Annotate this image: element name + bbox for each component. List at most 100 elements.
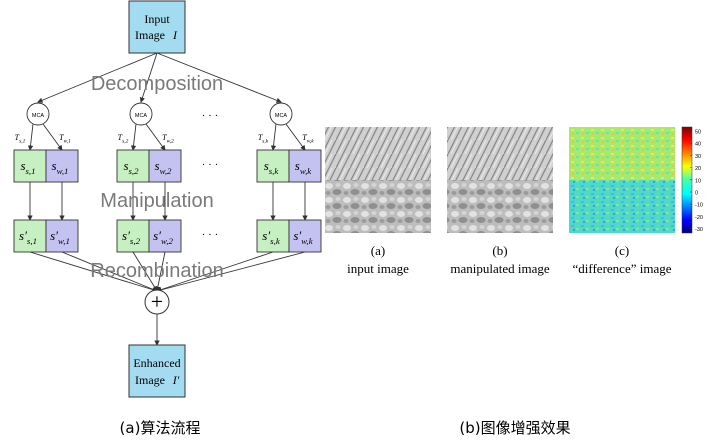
texture-manipulated-3: s′w,k — [288, 219, 322, 253]
structure-component-3: ss,k — [256, 149, 290, 183]
transform-label-s-1: Ts,1 — [15, 133, 26, 144]
texture-component-2: sw,2 — [148, 149, 182, 183]
structure-manipulated-3: s′s,k — [256, 219, 290, 253]
sum-node: + — [144, 289, 170, 315]
edge-recomb-w-3 — [156, 251, 306, 293]
stage-label-decomposition: Decomposition — [91, 73, 223, 95]
structure-component-label-3-sub: s,k — [269, 166, 280, 176]
mca-node-3: MCA — [269, 102, 293, 126]
texture-manipulated-label-2-base: s′ — [153, 228, 161, 243]
structure-component-label-1-base: s — [20, 158, 25, 173]
edge-input-to-mca-2 — [139, 52, 158, 103]
transform-label-s-3-sub: s,k — [262, 138, 268, 144]
stage-label-manipulation: Manipulation — [100, 190, 213, 212]
texture-component-label-1-sub: w,1 — [57, 166, 69, 176]
structure-component-label-3: ss,k — [264, 158, 280, 176]
transform-label-w-3-base: T — [302, 133, 307, 142]
caption-left: (a)算法流程 — [120, 419, 201, 437]
texture-manipulated-label-3-sub: w,k — [301, 236, 313, 246]
texture-manipulated-label-3-base: s′ — [293, 228, 301, 243]
enhanced-image-node: Enhanced Image I′ — [128, 344, 186, 398]
ellipsis-mca: · · · — [202, 110, 219, 122]
structure-component-2: ss,2 — [116, 149, 150, 183]
output-var: I′ — [172, 373, 180, 387]
structure-component-label-1-sub: s,1 — [26, 166, 36, 176]
transform-label-s-1-base: T — [15, 133, 20, 142]
transform-label-w-2-base: T — [162, 133, 167, 142]
texture-component-label-2: sw,2 — [155, 158, 173, 176]
colorbar-tick-7: -20 — [695, 215, 703, 221]
output-line2: Image — [135, 373, 165, 387]
transform-label-w-2: Tw,2 — [162, 133, 174, 144]
structure-manipulated-label-2: s′s,2 — [122, 228, 141, 246]
structure-manipulated-label-1-base: s′ — [19, 228, 27, 243]
edge-mca-to-s-2 — [130, 123, 137, 151]
transform-label-s-3-base: T — [258, 133, 263, 142]
colorbar-tick-1: 40 — [695, 142, 701, 148]
colorbar-tick-2: 30 — [695, 154, 701, 160]
edge-mca-to-w-1 — [42, 123, 63, 151]
input-line2: Image — [135, 28, 165, 42]
structure-manipulated-label-1: s′s,1 — [19, 228, 37, 246]
structure-manipulated-label-2-base: s′ — [122, 228, 130, 243]
mca-label-2: MCA — [135, 113, 148, 119]
structure-manipulated-label-2-sub: s,2 — [130, 236, 141, 246]
panel-letter-2: (c) — [615, 243, 629, 258]
ellipsis-components: · · · — [202, 159, 219, 171]
texture-component-label-1: sw,1 — [52, 158, 69, 176]
structure-manipulated-label-3-base: s′ — [262, 228, 270, 243]
transform-label-w-1: Tw,1 — [59, 133, 71, 144]
mca-node-1: MCA — [26, 102, 50, 126]
transform-label-s-2-sub: s,2 — [122, 138, 128, 144]
texture-manipulated-1: s′w,1 — [45, 219, 79, 253]
structure-component-label-2-base: s — [123, 158, 128, 173]
result-image-manipulated — [447, 127, 553, 233]
texture-component-label-3: sw,k — [295, 158, 313, 176]
colorbar-tick-5: 0 — [695, 191, 698, 197]
edge-mca-to-s-1 — [27, 123, 34, 151]
transform-label-w-2-sub: w,2 — [167, 138, 175, 144]
transform-label-s-1-sub: s,1 — [19, 138, 25, 144]
edge-recomb-s-3 — [156, 251, 274, 293]
colorbar-tick-4: 10 — [695, 178, 701, 184]
result-image-input — [325, 127, 431, 233]
edge-recomb-w-2 — [155, 251, 166, 292]
transform-label-w-1-base: T — [59, 133, 64, 142]
structure-component-label-2-sub: s,2 — [129, 166, 140, 176]
structure-manipulated-label-3: s′s,k — [262, 228, 281, 246]
transform-label-s-2-base: T — [118, 133, 123, 142]
edge-mca-to-w-3 — [285, 123, 306, 151]
panel-caption-0: input image — [347, 261, 409, 276]
caption-right: (b)图像增强效果 — [459, 419, 570, 437]
structure-manipulated-label-3-sub: s,k — [270, 236, 281, 246]
texture-component-3: sw,k — [288, 149, 322, 183]
transform-label-w-1-sub: w,1 — [64, 138, 72, 144]
structure-component-label-1: ss,1 — [20, 158, 35, 176]
transform-label-s-2: Ts,2 — [118, 133, 129, 144]
structure-manipulated-2: s′s,2 — [116, 219, 150, 253]
input-image-node: Input Image I — [128, 0, 186, 54]
plus-symbol: + — [151, 289, 163, 314]
edge-input-to-mca-3 — [156, 52, 282, 103]
diagram-edges — [27, 52, 308, 346]
edge-recomb-w-1 — [61, 251, 158, 292]
colorbar-tick-0: 50 — [695, 130, 701, 136]
edge-mca-to-s-3 — [270, 123, 277, 151]
texture-component-label-1-base: s — [52, 158, 57, 173]
mca-node-2: MCA — [129, 102, 153, 126]
transform-label-w-3: Tw,k — [302, 133, 314, 144]
texture-manipulated-label-3: s′w,k — [293, 228, 313, 246]
structure-component-label-3-base: s — [264, 158, 269, 173]
texture-manipulated-2: s′w,2 — [148, 219, 182, 253]
stage-label-recombination: Recombination — [90, 260, 223, 282]
texture-component-label-3-base: s — [295, 158, 300, 173]
panel-letter-0: (a) — [371, 243, 385, 258]
texture-component-label-2-base: s — [155, 158, 160, 173]
texture-manipulated-label-2: s′w,2 — [153, 228, 173, 246]
output-line1: Enhanced — [133, 356, 180, 370]
transform-label-w-3-sub: w,k — [307, 138, 315, 144]
colorbar-tick-3: 20 — [695, 166, 701, 172]
